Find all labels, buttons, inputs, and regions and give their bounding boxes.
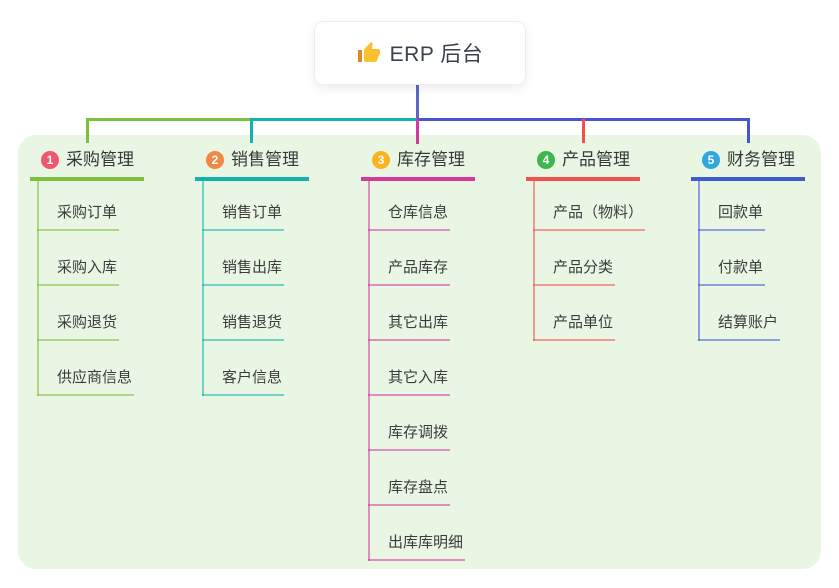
connector-inventory-drop — [416, 119, 419, 144]
node-purchase-order[interactable]: 采购订单 — [37, 203, 120, 231]
root-connector-line — [416, 83, 419, 123]
mindmap-panel — [18, 135, 821, 569]
node-sales-return[interactable]: 销售退货 — [202, 313, 285, 341]
node-product-material[interactable]: 产品（物料） — [533, 203, 646, 231]
branch-inventory-header[interactable]: 3 库存管理 — [361, 149, 475, 181]
branch-purchase: 1 采购管理 采购订单 采购入库 采购退货 供应商信息 — [30, 149, 144, 396]
node-stock-count[interactable]: 库存盘点 — [368, 478, 451, 506]
branch-title: 采购管理 — [66, 150, 134, 169]
thumbs-up-icon — [357, 41, 381, 65]
branch-product-header[interactable]: 4 产品管理 — [526, 149, 640, 181]
connector-finance-drop — [747, 118, 750, 143]
branch-finance-header[interactable]: 5 财务管理 — [691, 149, 805, 181]
branch-title: 库存管理 — [397, 150, 465, 169]
node-purchase-return[interactable]: 采购退货 — [37, 313, 120, 341]
node-payment-bill[interactable]: 付款单 — [698, 258, 766, 286]
node-product-unit[interactable]: 产品单位 — [533, 313, 616, 341]
branch-purchase-header[interactable]: 1 采购管理 — [30, 149, 144, 181]
branch-title: 产品管理 — [562, 150, 630, 169]
node-purchase-inbound[interactable]: 采购入库 — [37, 258, 120, 286]
node-sales-order[interactable]: 销售订单 — [202, 203, 285, 231]
node-stock-transfer[interactable]: 库存调拨 — [368, 423, 451, 451]
branch-badge: 4 — [537, 151, 555, 169]
connector-purchase-drop — [86, 118, 89, 143]
node-other-inbound[interactable]: 其它入库 — [368, 368, 451, 396]
branch-trunk-line — [698, 179, 700, 341]
node-sales-outbound[interactable]: 销售出库 — [202, 258, 285, 286]
node-receipt-bill[interactable]: 回款单 — [698, 203, 766, 231]
branch-sales: 2 销售管理 销售订单 销售出库 销售退货 客户信息 — [195, 149, 309, 396]
branch-badge: 5 — [702, 151, 720, 169]
branch-badge: 2 — [206, 151, 224, 169]
branch-title: 销售管理 — [231, 150, 299, 169]
branch-product: 4 产品管理 产品（物料） 产品分类 产品单位 — [526, 149, 646, 341]
branch-badge: 1 — [41, 151, 59, 169]
node-warehouse-info[interactable]: 仓库信息 — [368, 203, 451, 231]
branch-title: 财务管理 — [727, 150, 795, 169]
node-product-stock[interactable]: 产品库存 — [368, 258, 451, 286]
node-supplier-info[interactable]: 供应商信息 — [37, 368, 135, 396]
connector-purchase-horizontal — [86, 118, 252, 121]
branch-trunk-line — [533, 179, 535, 341]
branch-trunk-line — [202, 179, 204, 396]
node-outbound-detail[interactable]: 出库库明细 — [368, 533, 466, 561]
node-customer-info[interactable]: 客户信息 — [202, 368, 285, 396]
connector-product-drop — [582, 119, 585, 143]
root-node[interactable]: ERP 后台 — [314, 21, 526, 85]
branch-badge: 3 — [372, 151, 390, 169]
node-other-outbound[interactable]: 其它出库 — [368, 313, 451, 341]
branch-trunk-line — [368, 179, 370, 561]
connector-sales-drop — [250, 118, 253, 143]
branch-sales-header[interactable]: 2 销售管理 — [195, 149, 309, 181]
node-settlement-account[interactable]: 结算账户 — [698, 313, 781, 341]
node-product-category[interactable]: 产品分类 — [533, 258, 616, 286]
branch-finance: 5 财务管理 回款单 付款单 结算账户 — [691, 149, 805, 341]
branch-trunk-line — [37, 179, 39, 396]
connector-sales-horizontal — [250, 118, 417, 121]
root-label: ERP 后台 — [389, 43, 484, 66]
branch-inventory: 3 库存管理 仓库信息 产品库存 其它出库 其它入库 库存调拨 库存盘点 出库库… — [361, 149, 475, 561]
